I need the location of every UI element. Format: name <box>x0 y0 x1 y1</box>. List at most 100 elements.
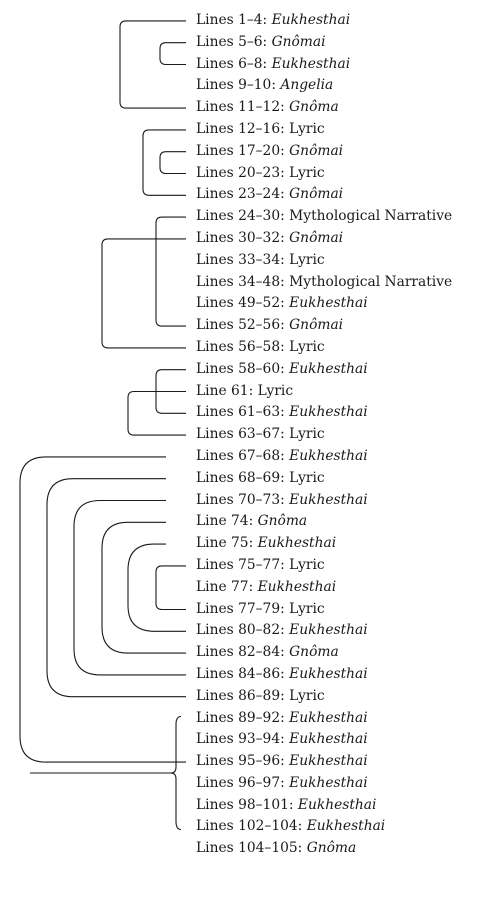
genre-label: Eukhesthai <box>289 709 368 726</box>
line-range-label: Lines 80–82: <box>196 622 285 639</box>
line-range-label: Lines 17–20: <box>196 142 285 159</box>
line-entry: Lines 68–69: Lyric <box>196 468 452 490</box>
line-entry: Lines 56–58: Lyric <box>196 337 452 359</box>
line-range-label: Lines 49–52: <box>196 295 285 312</box>
genre-label: Lyric <box>289 687 325 704</box>
line-entry: Lines 82–84: Gnôma <box>196 642 452 664</box>
genre-label: Eukhesthai <box>289 447 368 464</box>
genre-label: Mythological Narrative <box>289 208 453 225</box>
line-entry: Lines 5–6: Gnômai <box>196 32 452 54</box>
genre-label: Eukhesthai <box>306 818 386 835</box>
line-entry: Line 75: Eukhesthai <box>196 533 452 555</box>
line-entry: Lines 89–92: Eukhesthai <box>196 708 452 730</box>
line-entry: Lines 86–89: Lyric <box>196 686 452 708</box>
genre-label: Gnômai <box>271 33 326 50</box>
genre-label: Eukhesthai <box>289 360 368 377</box>
line-range-label: Lines 24–30: <box>196 208 285 225</box>
genre-label: Eukhesthai <box>297 796 377 813</box>
line-range-label: Lines 52–56: <box>196 317 285 334</box>
line-range-label: Lines 56–58: <box>196 338 285 355</box>
genre-label: Lyric <box>289 338 325 355</box>
genre-label: Gnôma <box>257 513 308 530</box>
line-range-label: Lines 89–92: <box>196 709 285 726</box>
genre-label: Lyric <box>257 382 294 399</box>
line-range-label: Lines 9–10: <box>196 77 276 94</box>
line-range-label: Lines 63–67: <box>196 426 285 443</box>
genre-label: Gnômai <box>289 229 344 246</box>
line-entry: Lines 63–67: Lyric <box>196 424 452 446</box>
line-range-label: Lines 82–84: <box>196 644 285 661</box>
line-entry: Lines 6–8: Eukhesthai <box>196 54 452 76</box>
line-entry: Lines 20–23: Lyric <box>196 163 452 185</box>
line-range-label: Lines 33–34: <box>196 251 285 268</box>
genre-label: Eukhesthai <box>271 12 351 28</box>
line-entry: Lines 12–16: Lyric <box>196 119 452 141</box>
line-entry: Lines 30–32: Gnômai <box>196 228 452 250</box>
genre-label: Lyric <box>289 120 325 137</box>
line-range-label: Lines 11–12: <box>196 99 285 116</box>
genre-label: Eukhesthai <box>289 491 368 508</box>
line-range-label: Lines 77–79: <box>196 600 285 617</box>
line-range-label: Lines 58–60: <box>196 360 285 377</box>
line-range-label: Lines 1–4: <box>196 12 268 28</box>
genre-label: Eukhesthai <box>289 404 368 421</box>
line-range-label: Lines 6–8: <box>196 55 268 72</box>
line-range-label: Lines 20–23: <box>196 164 285 181</box>
line-entry: Lines 70–73: Eukhesthai <box>196 490 452 512</box>
genre-label: Lyric <box>289 164 325 181</box>
line-entry: Lines 24–30: Mythological Narrative <box>196 206 452 228</box>
genre-label: Eukhesthai <box>289 665 368 682</box>
genre-label: Lyric <box>289 469 325 486</box>
bracket-75-77-to-77-79 <box>155 565 186 611</box>
bracket-70-73-to-84-86 <box>73 499 186 676</box>
line-range-label: Lines 34–48: <box>196 273 285 290</box>
genre-label: Angelia <box>280 77 334 94</box>
line-entry: Lines 93–94: Eukhesthai <box>196 729 452 751</box>
line-entry: Lines 11–12: Gnôma <box>196 97 452 119</box>
genre-label: Gnômai <box>289 142 344 159</box>
line-range-label: Lines 5–6: <box>196 33 268 50</box>
bracket-12-16-to-23-24 <box>142 129 186 196</box>
line-range-label: Lines 61–63: <box>196 404 285 421</box>
genre-label: Lyric <box>289 251 325 268</box>
line-entry: Lines 96–97: Eukhesthai <box>196 773 452 795</box>
line-entry: Line 61: Lyric <box>196 381 452 403</box>
genre-label: Eukhesthai <box>257 535 337 552</box>
line-range-label: Line 77: <box>196 578 254 595</box>
line-entry: Lines 75–77: Lyric <box>196 555 452 577</box>
line-entry: Lines 84–86: Eukhesthai <box>196 664 452 686</box>
line-range-label: Lines 95–96: <box>196 753 285 770</box>
line-range-label: Lines 102–104: <box>196 818 303 835</box>
line-entry: Lines 33–34: Lyric <box>196 250 452 272</box>
line-entry: Lines 77–79: Lyric <box>196 599 452 621</box>
bracket-68-69-to-86-89 <box>46 478 186 698</box>
line-entry: Lines 17–20: Gnômai <box>196 141 452 163</box>
genre-label: Gnôma <box>289 644 339 661</box>
genre-label: Lyric <box>289 600 325 617</box>
genre-label: Lyric <box>289 556 325 573</box>
line-entry: Lines 98–101: Eukhesthai <box>196 795 452 817</box>
genre-label: Gnômai <box>289 317 344 334</box>
bracket-24-30-to-52-56 <box>155 216 186 327</box>
line-entry: Lines 49–52: Eukhesthai <box>196 293 452 315</box>
line-range-label: Lines 96–97: <box>196 774 285 791</box>
genre-label: Eukhesthai <box>289 731 368 748</box>
genre-label: Gnôma <box>306 840 357 857</box>
line-range-label: Line 61: <box>196 382 254 399</box>
genre-label: Eukhesthai <box>289 295 368 312</box>
bracket-67-68-to-89-105 <box>19 456 186 763</box>
line-range-label: Lines 93–94: <box>196 731 285 748</box>
line-range-label: Lines 75–77: <box>196 556 285 573</box>
line-entry: Lines 1–4: Eukhesthai <box>196 10 452 32</box>
genre-label: Lyric <box>289 426 325 443</box>
line-entry: Lines 104–105: Gnôma <box>196 838 452 860</box>
line-entry: Lines 52–56: Gnômai <box>196 315 452 337</box>
bracket-1-4-to-11-12 <box>119 20 186 109</box>
line-entry: Lines 67–68: Eukhesthai <box>196 446 452 468</box>
genre-label: Gnômai <box>289 186 344 203</box>
line-range-label: Lines 12–16: <box>196 120 285 137</box>
line-entry: Lines 102–104: Eukhesthai <box>196 816 452 838</box>
line-range-label: Line 75: <box>196 535 254 552</box>
